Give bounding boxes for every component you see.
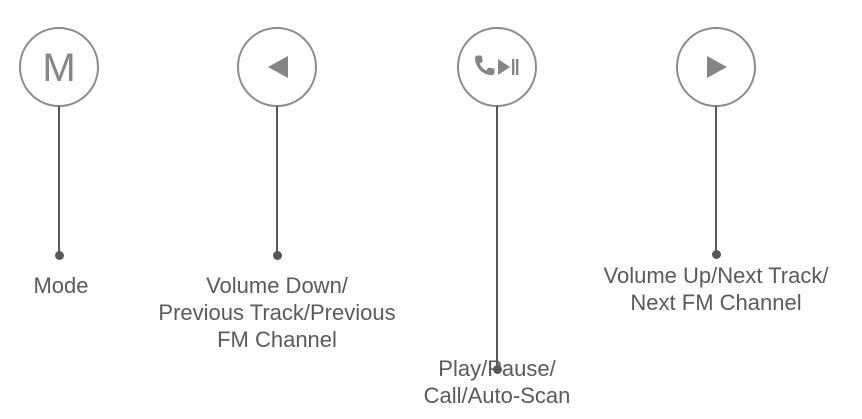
play-label-line: Call/Auto-Scan [423, 383, 571, 408]
previous-label: Volume Down/ Previous Track/Previous FM … [117, 272, 437, 353]
phone-play-pause-icon [471, 52, 523, 82]
next-button[interactable] [676, 27, 756, 107]
next-leader-dot [711, 249, 721, 259]
next-leader-line [715, 106, 717, 254]
previous-label-line: Volume Down/ [206, 273, 348, 298]
previous-leader-dot [272, 250, 282, 260]
triangle-left-icon [262, 52, 292, 82]
previous-label-line: Previous Track/Previous [158, 300, 396, 325]
next-label: Volume Up/Next Track/ Next FM Channel [566, 262, 862, 316]
play-label-line: Play/Pause/ [438, 356, 556, 381]
next-label-line: Next FM Channel [630, 290, 802, 315]
previous-leader-line [276, 106, 278, 255]
next-label-line: Volume Up/Next Track/ [603, 263, 829, 288]
play-leader-line [496, 106, 498, 369]
play-leader-dot [492, 364, 502, 374]
mode-leader-dot [54, 250, 64, 260]
mode-leader-line [58, 106, 60, 255]
mode-label: Mode [0, 272, 122, 299]
mode-label-line: Mode [33, 273, 89, 298]
mode-letter-icon: M [42, 46, 76, 90]
triangle-right-icon [701, 52, 731, 82]
play-label: Play/Pause/ Call/Auto-Scan [387, 355, 607, 409]
previous-label-line: FM Channel [217, 327, 337, 352]
previous-button[interactable] [237, 27, 317, 107]
mode-button[interactable]: M [19, 27, 99, 107]
play-pause-call-button[interactable] [457, 27, 537, 107]
